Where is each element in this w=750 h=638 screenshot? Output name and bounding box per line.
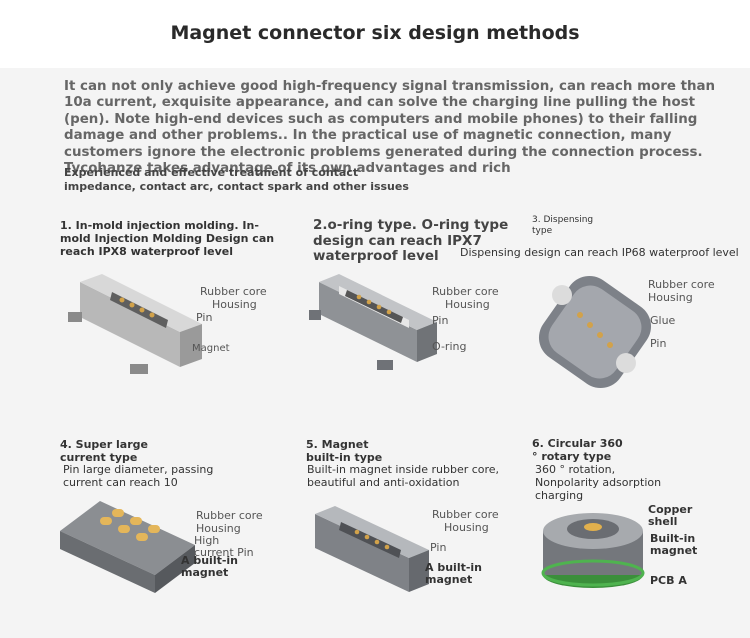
method-6-product-image	[541, 513, 645, 588]
intro-subtext: Experienced and effective treatment of c…	[64, 166, 409, 193]
method-4-label-high-current-pin: High current Pin	[194, 534, 254, 559]
method-2-label-housing: Housing	[445, 298, 490, 311]
method-2-label-o-ring: O-ring	[432, 340, 467, 353]
method-6-label-pcba: PCB A	[650, 574, 687, 587]
page-title: Magnet connector six design methods	[170, 22, 580, 44]
method-3-desc: Dispensing design can reach IP68 waterpr…	[460, 246, 739, 259]
method-3-label-glue: Glue	[650, 314, 676, 327]
method-3-label-rubber-core: Rubber core	[648, 278, 715, 291]
method-1-label-pin: Pin	[196, 311, 213, 324]
method-5-desc: Built-in magnet inside rubber core, beau…	[307, 463, 500, 489]
method-1-label-housing: Housing	[212, 298, 257, 311]
method-6-label-built-in-magnet: Built-in magnet	[650, 532, 698, 557]
method-5-label-pin: Pin	[430, 541, 447, 554]
method-4-label-rubber-core: Rubber core	[196, 509, 263, 522]
method-2-label-rubber-core: Rubber core	[432, 285, 499, 298]
method-2-caption: 2.o-ring type. O-ring type design can re…	[313, 217, 509, 264]
method-1-label-magnet: Magnet	[192, 343, 230, 354]
method-4-label-housing: Housing	[196, 522, 241, 535]
method-1-label-rubber-core: Rubber core	[200, 285, 267, 298]
method-3-label-pin: Pin	[650, 337, 667, 350]
method-4-caption: 4. Super large current type	[60, 438, 148, 464]
method-5-label-rubber-core: Rubber core	[432, 508, 499, 521]
method-5-label-built-in-magnet: A built-in magnet	[425, 561, 483, 586]
method-6-label-copper-shell: Copper shell	[648, 503, 693, 528]
method-4-label-built-in-magnet: A built-in magnet	[181, 554, 239, 579]
intro-paragraph: It can not only achieve good high-freque…	[64, 79, 716, 177]
method-5-product-image	[315, 506, 429, 592]
method-6-desc: 360 ° rotation, Nonpolarity adsorption c…	[535, 463, 662, 502]
method-4-product-image	[60, 501, 195, 593]
method-3-product-image	[538, 275, 652, 389]
header: Magnet connector six design methods	[0, 0, 750, 68]
method-6-caption: 6. Circular 360 ° rotary type	[532, 437, 623, 463]
method-3-label-housing: Housing	[648, 291, 693, 304]
method-3-caption: 3. Dispensing type	[532, 215, 594, 236]
method-4-desc: Pin large diameter, passing current can …	[63, 463, 214, 489]
method-1-caption: 1. In-mold injection molding. In-mold In…	[60, 219, 275, 258]
method-5-label-housing: Housing	[444, 521, 489, 534]
method-2-product-image	[309, 274, 437, 370]
method-2-label-pin: Pin	[432, 314, 449, 327]
method-1-product-image	[68, 274, 202, 374]
method-5-caption: 5. Magnet built-in type	[306, 438, 383, 464]
